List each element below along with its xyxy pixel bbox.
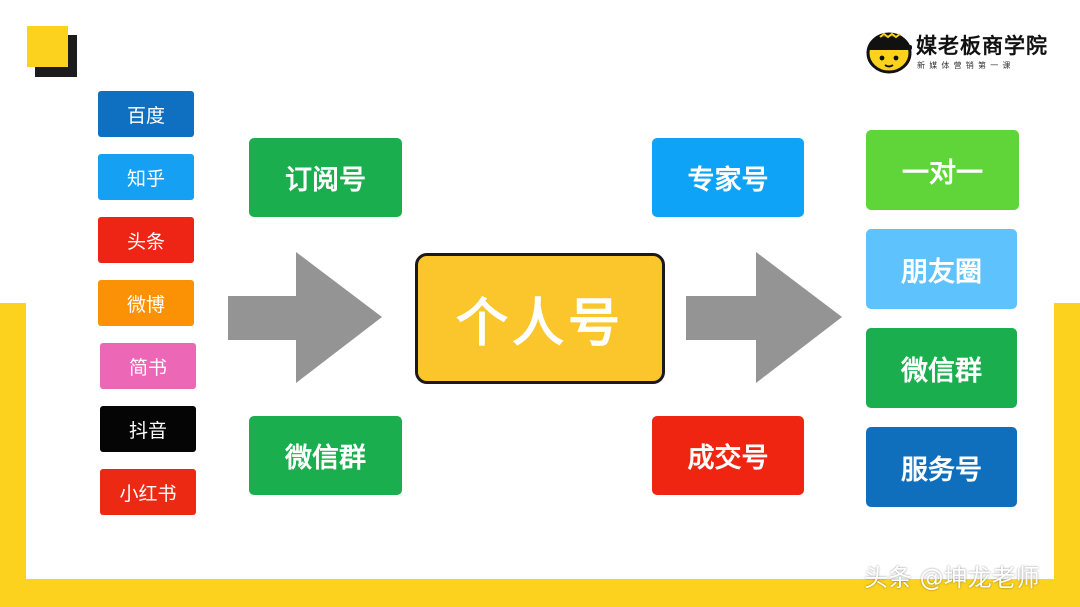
conversion-wechat-group: 微信群 — [866, 328, 1017, 408]
role-expert-account: 专家号 — [652, 138, 804, 217]
watermark: 头条 @坤龙老师 — [864, 564, 1040, 592]
source-jianshu: 简书 — [100, 343, 196, 389]
helmet-mascot-icon — [866, 32, 912, 74]
brand-logo: 媒老板商学院 新媒体营销第一课 — [866, 24, 1056, 74]
logo-title: 媒老板商学院 — [916, 34, 1048, 58]
source-douyin: 抖音 — [100, 406, 196, 452]
channel-wechat-group: 微信群 — [249, 416, 402, 495]
role-deal-account: 成交号 — [652, 416, 804, 495]
arrow-shape — [228, 252, 382, 383]
conversion-moments: 朋友圈 — [866, 229, 1017, 309]
arrow-shape — [686, 252, 842, 383]
channel-subscription: 订阅号 — [249, 138, 402, 217]
source-weibo: 微博 — [98, 280, 194, 326]
corner-square — [27, 26, 68, 67]
source-xiaohongshu: 小红书 — [100, 469, 196, 515]
core-personal-account: 个人号 — [415, 253, 665, 384]
source-zhihu: 知乎 — [98, 154, 194, 200]
conversion-service-account: 服务号 — [866, 427, 1017, 507]
arrow-right-left-icon — [228, 252, 382, 383]
source-toutiao: 头条 — [98, 217, 194, 263]
source-baidu: 百度 — [98, 91, 194, 137]
arrow-right-right-icon — [686, 252, 842, 383]
conversion-one-on-one: 一对一 — [866, 130, 1019, 210]
logo-subtitle: 新媒体营销第一课 — [917, 61, 1015, 70]
